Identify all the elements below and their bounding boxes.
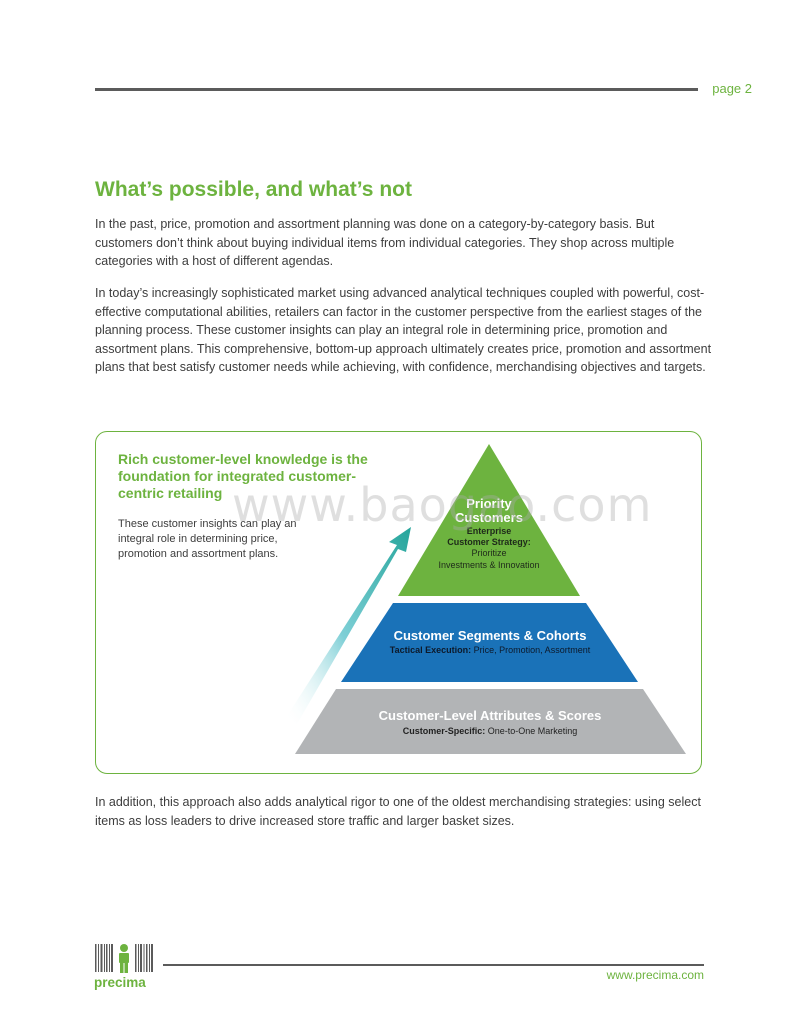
tier-middle-sub: Tactical Execution: Price, Promotion, As… <box>390 645 591 655</box>
footer-website-link[interactable]: www.precima.com <box>606 968 704 982</box>
tier-middle-sub-bold: Tactical Execution: <box>390 645 471 655</box>
tier-bottom-sub: Customer-Specific: One-to-One Marketing <box>403 726 578 736</box>
pyramid-tier-bottom <box>295 689 686 754</box>
header-rule <box>95 88 698 91</box>
tier-top-title-2: Customers <box>455 510 523 525</box>
page-number: page 2 <box>712 81 752 96</box>
footer-rule <box>163 964 704 966</box>
barcode-icon <box>95 944 153 972</box>
tier-middle-sub-rest: Price, Promotion, Assortment <box>471 645 591 655</box>
tier-bottom-sub-bold: Customer-Specific: <box>403 726 486 736</box>
paragraph-1: In the past, price, promotion and assort… <box>95 217 675 268</box>
callout-box <box>95 431 702 774</box>
paragraph-2: In today’s increasingly sophisticated ma… <box>95 286 712 374</box>
tier-top-sub-3: Prioritize <box>471 548 506 558</box>
pyramid-tier-top <box>398 444 580 596</box>
tier-bottom-sub-rest: One-to-One Marketing <box>485 726 577 736</box>
closing-paragraph: In addition, this approach also adds ana… <box>95 795 701 828</box>
logo-wordmark: precima <box>94 975 146 990</box>
person-icon <box>119 944 129 973</box>
callout-heading: Rich customer-level knowledge is the fou… <box>118 451 368 501</box>
tier-middle-title: Customer Segments & Cohorts <box>394 628 587 643</box>
tier-top-sub-1: Enterprise <box>467 526 512 536</box>
section-title: What’s possible, and what’s not <box>95 178 412 201</box>
precima-logo: precima <box>94 944 153 990</box>
watermark: www.baogao.com <box>232 478 653 532</box>
tier-top-sub-4: Investments & Innovation <box>438 560 539 570</box>
pyramid-tier-middle <box>341 603 638 682</box>
callout-body: These customer insights can play an inte… <box>118 518 297 560</box>
tier-bottom-title: Customer-Level Attributes & Scores <box>379 708 602 723</box>
tier-top-title-1: Priority <box>466 496 512 511</box>
tier-top-sub-2: Customer Strategy: <box>447 537 531 547</box>
growth-arrow <box>287 527 411 724</box>
